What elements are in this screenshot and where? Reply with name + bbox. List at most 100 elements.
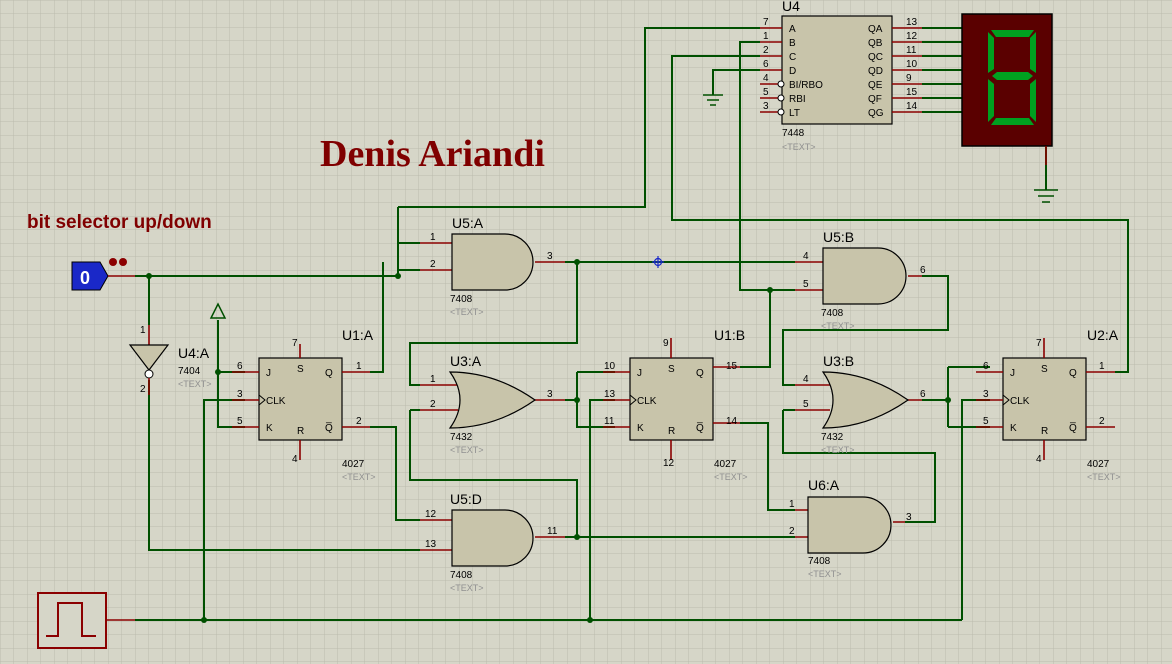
decoder-output-pins: QA QB QC QD QE QF QG 13 12 11 10 9 15 14 (868, 17, 922, 119)
svg-text:QF: QF (868, 94, 882, 105)
svg-text:<TEXT>: <TEXT> (342, 472, 376, 482)
svg-text:9: 9 (663, 338, 669, 349)
svg-text:14: 14 (726, 416, 738, 427)
svg-text:D: D (789, 66, 796, 77)
junction-dots (146, 259, 951, 623)
svg-text:U4: U4 (782, 0, 800, 14)
svg-text:3: 3 (547, 389, 553, 400)
ground-display (1034, 189, 1058, 203)
svg-text:1: 1 (789, 499, 795, 510)
svg-text:7408: 7408 (808, 556, 831, 567)
segment-digit (988, 30, 1036, 125)
svg-text:U1:A: U1:A (342, 327, 374, 343)
logic-state-toggle[interactable]: 0 (71, 258, 135, 291)
svg-text:3: 3 (237, 389, 243, 400)
svg-text:C: C (789, 52, 796, 63)
svg-text:R: R (1041, 426, 1048, 437)
svg-text:6: 6 (763, 59, 769, 70)
svg-text:12: 12 (425, 509, 437, 520)
or-gate-u3b[interactable]: 4 5 6 U3:B 7432 <TEXT> (795, 353, 926, 455)
svg-text:<TEXT>: <TEXT> (178, 379, 212, 389)
svg-text:<TEXT>: <TEXT> (450, 307, 484, 317)
inverter-u4a[interactable]: 1 2 U4:A 7404 <TEXT> (128, 325, 212, 395)
svg-text:LT: LT (789, 108, 800, 119)
svg-text:6: 6 (983, 361, 989, 372)
svg-text:12: 12 (663, 458, 675, 469)
svg-text:QE: QE (868, 80, 883, 91)
svg-text:7408: 7408 (450, 294, 473, 305)
svg-text:B: B (789, 38, 796, 49)
svg-text:4: 4 (1036, 454, 1042, 465)
svg-text:7408: 7408 (450, 570, 473, 581)
svg-text:7408: 7408 (821, 308, 844, 319)
svg-text:<TEXT>: <TEXT> (808, 569, 842, 579)
and-gate-u6a[interactable]: 1 2 3 U6:A 7408 <TEXT> (789, 477, 912, 579)
clock-generator[interactable] (37, 592, 135, 649)
svg-text:4027: 4027 (1087, 459, 1110, 470)
svg-text:Q̅: Q̅ (696, 422, 704, 434)
svg-text:R: R (297, 426, 304, 437)
and-gate-u5a[interactable]: 1 2 3 U5:A 7408 <TEXT> (420, 215, 565, 317)
svg-text:S: S (297, 364, 304, 375)
svg-text:3: 3 (763, 101, 769, 112)
svg-text:1: 1 (763, 31, 769, 42)
ground-decoder (703, 94, 723, 106)
svg-text:K: K (266, 423, 273, 434)
svg-text:QA: QA (868, 24, 883, 35)
power-terminal (209, 302, 227, 319)
svg-text:A: A (789, 24, 796, 35)
svg-text:U3:A: U3:A (450, 353, 482, 369)
svg-text:7448: 7448 (782, 128, 805, 139)
svg-text:4: 4 (803, 251, 809, 262)
svg-text:Q: Q (325, 368, 333, 379)
svg-text:RBI: RBI (789, 94, 806, 105)
svg-text:2: 2 (789, 526, 795, 537)
and-gate-u5b[interactable]: 4 5 6 U5:B 7408 <TEXT> (795, 229, 926, 331)
svg-text:3: 3 (983, 389, 989, 400)
svg-text:CLK: CLK (266, 396, 286, 407)
svg-text:CLK: CLK (637, 396, 657, 407)
svg-text:4: 4 (292, 454, 298, 465)
svg-text:U5:D: U5:D (450, 491, 482, 507)
svg-text:1: 1 (140, 325, 146, 336)
svg-text:K: K (637, 423, 644, 434)
svg-text:S: S (1041, 364, 1048, 375)
svg-text:7432: 7432 (821, 432, 844, 443)
svg-text:2: 2 (763, 45, 769, 56)
flipflop-u2a[interactable]: J CLK K S R Q Q̅ 6 3 5 7 4 1 2 U2:A 4027… (976, 327, 1121, 482)
svg-text:<TEXT>: <TEXT> (1087, 472, 1121, 482)
svg-text:J: J (1010, 368, 1015, 379)
svg-text:7: 7 (763, 17, 769, 28)
seven-segment-display[interactable] (961, 13, 1053, 165)
svg-text:<TEXT>: <TEXT> (821, 445, 855, 455)
cursor-marker (652, 256, 664, 268)
svg-text:9: 9 (906, 73, 912, 84)
flipflop-u1b[interactable]: J CLK K S R Q Q̅ 10 13 11 9 12 15 14 U1:… (603, 327, 748, 482)
svg-text:CLK: CLK (1010, 396, 1030, 407)
svg-text:QC: QC (868, 52, 883, 63)
svg-text:15: 15 (906, 87, 918, 98)
decoder-u4[interactable]: 7 1 2 6 4 5 3 A B C D BI/RBO RBI LT QA Q… (760, 0, 922, 152)
svg-text:3: 3 (547, 251, 553, 262)
svg-text:U1:B: U1:B (714, 327, 745, 343)
flipflop-u1a[interactable]: J CLK K S R Q Q̅ 6 3 5 7 4 1 2 U1:A 4027… (232, 327, 376, 482)
and-gate-u5d[interactable]: 12 13 11 U5:D 7408 <TEXT> (420, 491, 565, 593)
svg-text:5: 5 (983, 416, 989, 427)
svg-text:13: 13 (604, 389, 616, 400)
svg-text:5: 5 (237, 416, 243, 427)
svg-text:5: 5 (803, 399, 809, 410)
svg-text:6: 6 (920, 265, 926, 276)
svg-text:BI/RBO: BI/RBO (789, 80, 823, 91)
svg-text:11: 11 (906, 45, 917, 56)
svg-text:3: 3 (906, 512, 912, 523)
svg-text:Q: Q (1069, 368, 1077, 379)
svg-text:<TEXT>: <TEXT> (450, 583, 484, 593)
svg-text:11: 11 (604, 416, 615, 427)
or-gate-u3a[interactable]: 1 2 3 U3:A 7432 <TEXT> (420, 353, 565, 455)
svg-text:4027: 4027 (342, 459, 365, 470)
svg-text:1: 1 (356, 361, 362, 372)
svg-text:11: 11 (547, 526, 558, 537)
svg-text:2: 2 (140, 384, 146, 395)
svg-text:U6:A: U6:A (808, 477, 840, 493)
